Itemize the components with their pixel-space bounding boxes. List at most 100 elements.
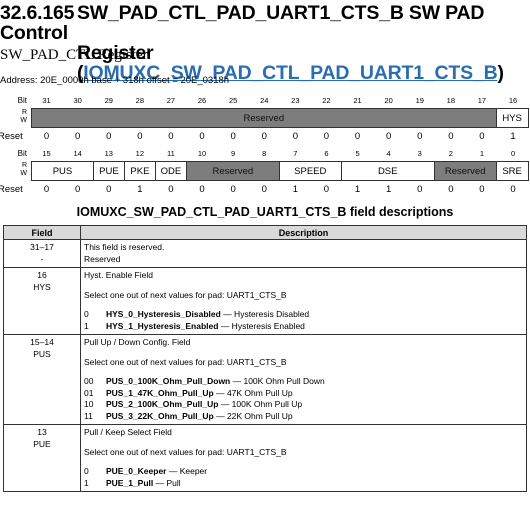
description-line: This field is reserved. [84,242,165,252]
bit-number: 15 [42,149,51,158]
field-hys: HYS [502,112,522,124]
reset-value: 0 [199,184,205,195]
bit-number: 25 [228,96,238,105]
table-title: IOMUXC_SW_PAD_CTL_PAD_UART1_CTS_B field … [76,205,454,219]
field-dse: DSE [342,162,435,180]
register-subtitle: SW_PAD_CTL Register [0,47,148,63]
option-name: PUE_1_Pull [106,477,154,488]
bit-number: 26 [197,96,207,105]
reset-value: 0 [479,184,485,195]
option-name: PUS_0_100K_Ohm_Pull_Down [106,376,231,386]
option-item: 00 PUS_0_100K_Ohm_Pull_Down — 100K Ohm Pu… [84,376,523,388]
write-label: W [20,117,27,124]
bit-number: 10 [197,149,207,158]
reset-value: 0 [74,184,81,195]
option-code: 11 [84,410,93,421]
bit-number: 17 [477,96,487,105]
option-code: 0 [84,309,89,319]
reset-value: 0 [417,184,423,195]
bit-number: 24 [260,96,269,105]
bit-number: 9 [231,149,236,158]
bit-number: 18 [446,96,456,105]
bit-number: 14 [73,149,82,158]
bit-number: 31 [42,96,51,105]
option-code: 1 [84,477,89,488]
field-reserved: Reserved [32,109,497,127]
reset-value: 0 [137,131,143,142]
heading-line-2: Register (IOMUXC_SW_PAD_CTL_PAD_UART1_CT… [0,43,530,83]
field-reserved: Reserved [434,162,497,180]
field-descriptions-table: Field Description 31–17-This field is re… [3,225,527,492]
bit-number: 27 [166,96,176,105]
spacer [84,349,523,357]
bit-number: 29 [104,96,113,105]
reset-value: 0 [323,184,330,195]
field-bits: 31–17 [30,242,54,252]
option-desc: — 47K Ohm Pull Up [213,387,293,398]
reset-value: 1 [385,184,392,195]
reset-value: 0 [323,131,330,142]
spacer [84,301,523,309]
bit-number: 20 [384,96,393,105]
reset-value: 0 [292,131,298,142]
register-link[interactable]: IOMUXC_SW_PAD_CTL_PAD_UART1_CTS_B [83,62,498,84]
option-name: PUS_1_47K_Ohm_Pull_Up [106,387,214,398]
bit-number: 7 [293,149,298,158]
field-sre: SRE [502,165,522,177]
reset-value: 0 [448,131,454,142]
description-line: Pull Up / Down Config. Field [84,337,191,347]
field-speed: SPEED [280,162,342,180]
option-code: 1 [84,320,89,331]
field-bits: 16 [37,270,47,280]
bit-number: 13 [104,149,113,158]
option-code: 10 [84,399,94,409]
header-field: Field [3,225,81,240]
option-name: HYS_1_Hysteresis_Enabled [106,320,219,331]
field-pke: PKE [125,162,156,180]
option-desc: — 22K Ohm Pull Up [213,410,293,421]
description-cell: This field is reserved.Reserved [80,239,527,268]
bit-number: 1 [479,149,485,158]
description-line: Hyst. Enable Field [84,270,153,280]
table-header-row: Field Description [3,225,527,240]
reset-label: Reset [0,184,23,195]
option-desc: — 100K Ohm Pull Up [218,399,303,409]
option-desc: — 100K Ohm Pull Down [230,376,325,386]
table-row: 31–17-This field is reserved.Reserved [3,239,527,268]
reset-value: 0 [43,184,50,195]
bit-number: 3 [417,149,422,158]
read-label: R [21,162,27,169]
spacer [84,458,523,466]
bit-number: 28 [135,96,145,105]
reset-value: 0 [168,184,174,195]
spacer [84,368,523,376]
option-code: 00 [84,376,94,386]
reset-value: 0 [230,131,236,142]
reset-value: 0 [43,131,50,142]
spacer [84,282,523,290]
field-bits: 15–14 [30,337,54,347]
reset-value: 0 [479,131,485,142]
bit-number: 23 [291,96,300,105]
upper-field-row: Reserved HYS [31,108,529,128]
option-name: PUS_3_22K_Ohm_Pull_Up [106,410,214,421]
field-pus: PUS [32,162,94,180]
option-item: 01 PUS_1_47K_Ohm_Pull_Up — 47K Ohm Pull U… [84,388,523,400]
reset-value: 1 [354,184,361,195]
option-name: PUE_0_Keeper [106,466,167,476]
heading-prefix: Register ( [77,42,154,84]
option-code: 01 [84,387,94,398]
bit-number: 4 [386,149,391,158]
option-desc: — Hysteresis Disabled [220,309,310,319]
bit-number: 19 [415,96,424,105]
bit-number: 8 [262,149,267,158]
